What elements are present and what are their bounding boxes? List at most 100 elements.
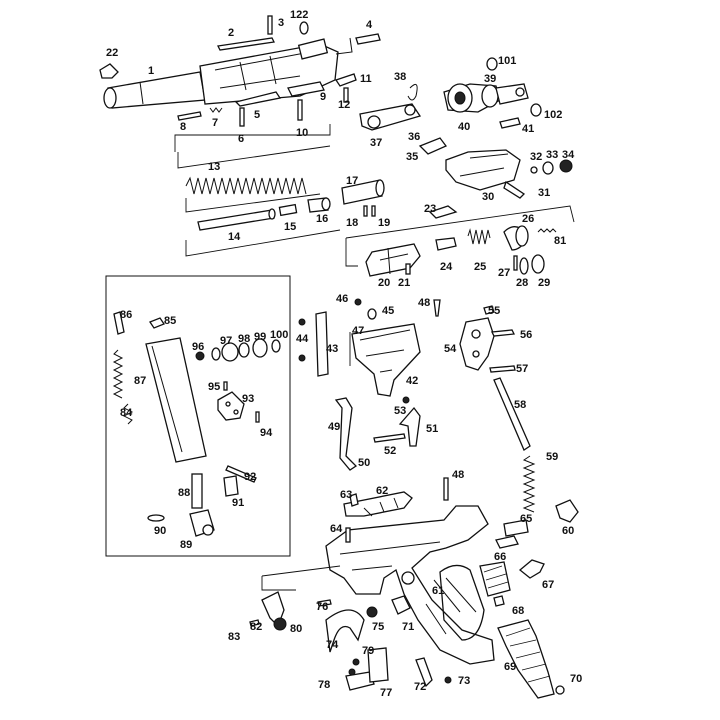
part-label-13: 13	[208, 161, 220, 173]
part-label-10: 10	[296, 127, 308, 139]
part-label-24: 24	[440, 261, 453, 273]
part-label-38: 38	[394, 71, 406, 83]
part-label-56: 56	[520, 329, 532, 341]
part-label-61: 61	[432, 585, 444, 597]
part-label-39: 39	[484, 73, 496, 85]
part-label-84: 84	[120, 407, 133, 419]
part-label-12: 12	[338, 99, 350, 111]
part-label-8: 8	[180, 121, 186, 133]
part-label-85: 85	[164, 315, 176, 327]
part-label-27: 27	[498, 267, 510, 279]
part-label-55: 55	[488, 305, 500, 317]
part-label-89: 89	[180, 539, 192, 551]
part-label-75: 75	[372, 621, 384, 633]
part-label-97: 97	[220, 335, 232, 347]
part-label-20: 20	[378, 277, 390, 289]
part-label-51: 51	[426, 423, 438, 435]
part-label-69: 69	[504, 661, 516, 673]
part-label-16: 16	[316, 213, 328, 225]
part-label-40: 40	[458, 121, 470, 133]
part-label-50: 50	[358, 457, 370, 469]
part-label-57: 57	[516, 363, 528, 375]
part-label-92: 92	[244, 471, 256, 483]
part-label-80: 80	[290, 623, 302, 635]
part-label-44: 44	[296, 333, 309, 345]
part-label-36: 36	[408, 131, 420, 143]
part-label-4: 4	[366, 19, 373, 31]
part-label-77: 77	[380, 687, 392, 699]
part-label-37: 37	[370, 137, 382, 149]
part-label-47: 47	[352, 325, 364, 337]
part-label-5: 5	[254, 109, 260, 121]
toggle-group	[359, 57, 573, 219]
part-label-48a: 48	[418, 297, 430, 309]
part-label-14: 14	[228, 231, 241, 243]
part-label-64: 64	[330, 523, 343, 535]
part-label-6: 6	[238, 133, 244, 145]
part-label-7: 7	[212, 117, 218, 129]
safety-group	[459, 305, 579, 523]
part-label-72: 72	[414, 681, 426, 693]
part-label-76: 76	[316, 601, 328, 613]
part-label-60: 60	[562, 525, 574, 537]
part-label-66: 66	[494, 551, 506, 563]
part-label-49: 49	[328, 421, 340, 433]
part-label-88: 88	[178, 487, 190, 499]
part-label-29: 29	[538, 277, 550, 289]
part-label-30: 30	[482, 191, 494, 203]
part-label-71: 71	[402, 621, 414, 633]
part-label-73: 73	[458, 675, 470, 687]
part-label-32: 32	[530, 151, 542, 163]
part-label-33: 33	[546, 149, 558, 161]
part-label-74: 74	[326, 639, 339, 651]
part-label-23: 23	[424, 203, 436, 215]
part-label-68: 68	[512, 605, 524, 617]
part-label-81: 81	[554, 235, 566, 247]
part-label-82: 82	[250, 621, 262, 633]
part-label-59: 59	[546, 451, 558, 463]
part-label-53: 53	[394, 405, 406, 417]
part-label-67: 67	[542, 579, 554, 591]
part-label-54: 54	[444, 343, 457, 355]
part-label-101: 101	[498, 55, 516, 67]
part-label-83: 83	[228, 631, 240, 643]
part-label-100: 100	[270, 329, 288, 341]
part-label-91: 91	[232, 497, 244, 509]
part-label-122: 122	[290, 9, 308, 21]
part-label-19: 19	[378, 217, 390, 229]
part-label-22: 22	[106, 47, 118, 59]
part-label-70: 70	[570, 673, 582, 685]
part-label-96: 96	[192, 341, 204, 353]
part-label-25: 25	[474, 261, 486, 273]
part-label-15: 15	[284, 221, 296, 233]
part-label-43: 43	[326, 343, 338, 355]
part-label-18: 18	[346, 217, 358, 229]
part-label-1: 1	[148, 65, 154, 77]
part-label-31: 31	[538, 187, 550, 199]
part-label-11: 11	[360, 73, 372, 85]
part-label-35: 35	[406, 151, 418, 163]
part-label-45: 45	[382, 305, 394, 317]
frame-group	[298, 298, 441, 471]
part-label-63: 63	[340, 489, 352, 501]
part-label-3: 3	[278, 17, 284, 29]
part-label-26: 26	[522, 213, 534, 225]
magazine-group-frame	[105, 275, 291, 557]
part-label-34: 34	[562, 149, 575, 161]
lower-frame-group	[249, 477, 565, 699]
part-label-79: 79	[362, 645, 374, 657]
part-label-41: 41	[522, 123, 534, 135]
part-label-102: 102	[544, 109, 562, 121]
part-label-65: 65	[520, 513, 532, 525]
part-label-42: 42	[406, 375, 418, 387]
part-label-87: 87	[134, 375, 146, 387]
part-label-2: 2	[228, 27, 234, 39]
part-label-93: 93	[242, 393, 254, 405]
part-label-99: 99	[254, 331, 266, 343]
part-label-28: 28	[516, 277, 528, 289]
part-label-58: 58	[514, 399, 526, 411]
part-label-52: 52	[384, 445, 396, 457]
part-label-98: 98	[238, 333, 250, 345]
part-label-48b: 48	[452, 469, 464, 481]
